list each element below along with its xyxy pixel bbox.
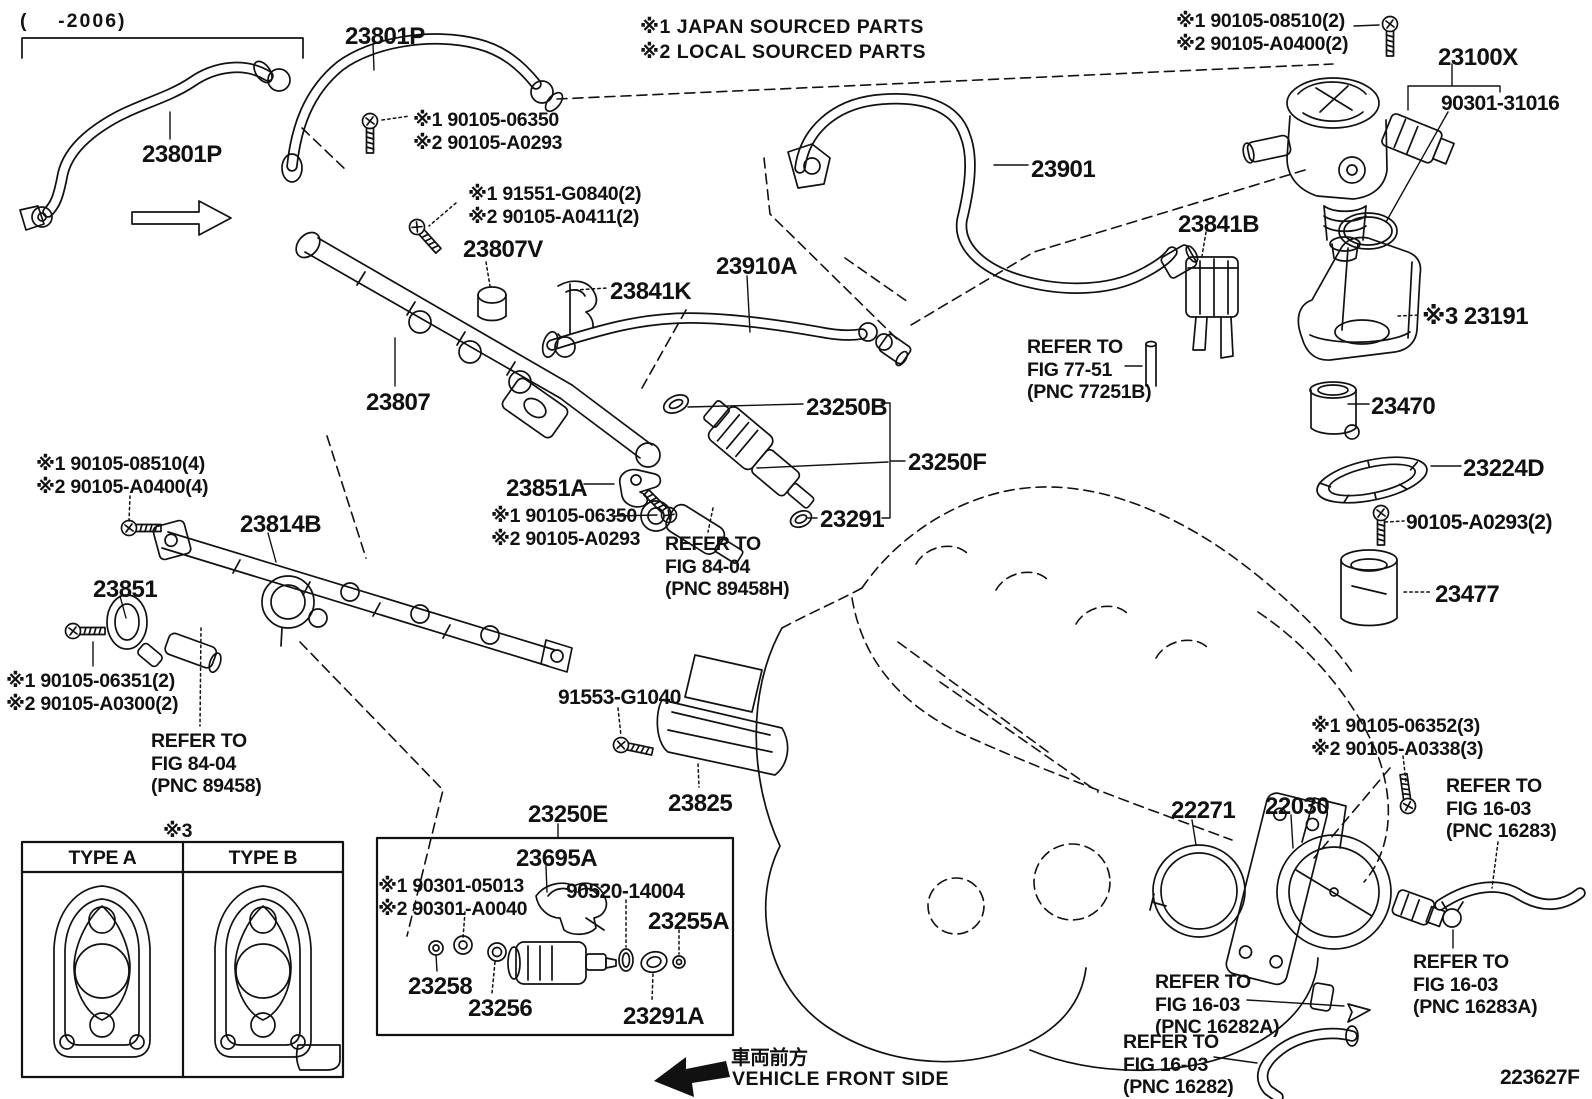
leader-lines: [92, 24, 1501, 1064]
gasket-22271: [1149, 844, 1246, 938]
part-label-22271: 22271: [1171, 797, 1236, 824]
spacer-23807v: [477, 286, 507, 322]
part-label-23841b: 23841B: [1178, 211, 1260, 238]
part-label-23470: 23470: [1371, 393, 1436, 420]
fastener-note-bolt-rail2: ※1 90105-08510(4) ※2 90105-A0400(4): [36, 453, 209, 498]
front-marker-jp: 車両前方: [731, 1047, 808, 1069]
gasket-23224d: [1316, 456, 1428, 504]
part-label-23801p-top: 23801P: [345, 23, 425, 50]
part-label-23250f: 23250F: [908, 449, 987, 476]
type-table-header-a: TYPE A: [68, 847, 137, 869]
fastener-note-bolt-pump: ※1 90105-08510(2) ※2 90105-A0400(2): [1176, 10, 1349, 55]
bracket-2006: [21, 37, 304, 59]
refer-note-fig-16-03-16283a: REFER TO FIG 16-03 (PNC 16283A): [1413, 951, 1538, 1019]
part-label-91553-g1040: 91553-G1040: [558, 686, 681, 709]
part-label-22030: 22030: [1265, 793, 1330, 820]
model-range-note: ( -2006): [20, 10, 127, 32]
type-table-header-b: TYPE B: [228, 847, 298, 869]
pipe-23801p: [281, 39, 564, 183]
sourcing-note-local: ※2 LOCAL SOURCED PARTS: [640, 41, 927, 63]
part-label-23258: 23258: [408, 973, 473, 1000]
part-label-23250e: 23250E: [528, 801, 608, 828]
injector-assembly-23250: [662, 394, 815, 529]
part-label-90301-31016: 90301-31016: [1441, 92, 1560, 115]
bracket-23191: [1297, 236, 1422, 361]
part-label-23901: 23901: [1031, 156, 1096, 183]
pipe-23801p-old: [19, 60, 291, 231]
refer-note-fig-77-51: REFER TO FIG 77-51 (PNC 77251B): [1027, 336, 1152, 404]
refer-note-fig-84-04-h: REFER TO FIG 84-04 (PNC 89458H): [665, 533, 790, 601]
part-label-23807v: 23807V: [463, 236, 543, 263]
refer-note-fig-16-03-16283: REFER TO FIG 16-03 (PNC 16283): [1446, 775, 1557, 843]
part-label-23801p-left: 23801P: [142, 141, 222, 168]
damper-23470: [1309, 381, 1360, 440]
fastener-note-washer-injector: ※1 90301-05013 ※2 90301-A0040: [378, 875, 528, 920]
part-label-23841k: 23841K: [610, 278, 692, 305]
construction-lines: [299, 63, 1391, 937]
part-label-23851: 23851: [93, 576, 158, 603]
refer-note-fig-84-04: REFER TO FIG 84-04 (PNC 89458): [151, 730, 262, 798]
spacer-23477: [1340, 549, 1398, 627]
engine-outline: [755, 486, 1390, 1072]
type-table: [20, 840, 345, 1079]
sensor-23851: [106, 594, 163, 668]
refer-note-fig-16-03-16282a: REFER TO FIG 16-03 (PNC 16282A): [1155, 971, 1280, 1039]
fastener-note-bolt-sensor2: ※1 90105-06351(2) ※2 90105-A0300(2): [6, 670, 179, 715]
part-label-90520-14004: 90520-14004: [566, 880, 685, 903]
fastener-note-bolt-rail: ※1 91551-G0840(2) ※2 90105-A0411(2): [468, 183, 642, 228]
part-label-23256: 23256: [468, 995, 533, 1022]
part-label-23477: 23477: [1435, 581, 1500, 608]
part-label-23100x: 23100X: [1438, 44, 1518, 71]
type-table-marker: ※3: [163, 820, 193, 842]
damper-23841b: [1185, 256, 1239, 359]
fastener-note-bolt-top: ※1 90105-06350 ※2 90105-A0293: [413, 109, 563, 154]
part-label-23695a: 23695A: [516, 845, 598, 872]
pipe-23910a: [541, 318, 912, 367]
part-label-23255a: 23255A: [648, 908, 730, 935]
fuel-rail-23814b: [152, 519, 573, 674]
direction-arrow-right: [131, 200, 232, 236]
part-label-23814b: 23814B: [240, 511, 322, 538]
pump-23100x: [1242, 77, 1455, 262]
refer-note-fig-16-03-16282: REFER TO FIG 16-03 (PNC 16282): [1123, 1031, 1234, 1099]
part-label-23224d: 23224D: [1463, 455, 1545, 482]
part-label-23191: ※3 23191: [1422, 303, 1529, 330]
front-marker-en: VEHICLE FRONT SIDE: [732, 1068, 950, 1090]
part-label-23291a: 23291A: [623, 1003, 705, 1030]
part-label-23825: 23825: [668, 790, 733, 817]
tube-fig7751: [1145, 340, 1157, 387]
fastener-note-bolt-sensor: ※1 90105-06350 ※2 90105-A0293: [491, 505, 641, 550]
sourcing-note-japan: ※1 JAPAN SOURCED PARTS: [640, 16, 924, 38]
part-label-23851a: 23851A: [506, 475, 588, 502]
bolts: [64, 15, 1418, 816]
part-label-90105-a0293-2: 90105-A0293(2): [1406, 511, 1552, 534]
protector-23825: [656, 654, 789, 776]
oring-90301: [1338, 212, 1398, 250]
fuel-rail-23807: [295, 231, 661, 468]
hoses-and-clamps: [1263, 887, 1580, 1097]
leader-lines-dotted: [128, 115, 1499, 1002]
part-label-23291: 23291: [820, 506, 885, 533]
part-label-23910a: 23910A: [716, 253, 798, 280]
kit-box-23250e: [375, 836, 735, 1037]
drawing-code: 223627F: [1500, 1066, 1580, 1089]
fastener-note-bolt-throttle: ※1 90105-06352(3) ※2 90105-A0338(3): [1311, 715, 1484, 760]
front-arrow-icon: [654, 1057, 730, 1097]
pipe-23901: [787, 99, 1199, 288]
part-label-23807: 23807: [366, 389, 431, 416]
part-label-23250b: 23250B: [806, 394, 888, 421]
